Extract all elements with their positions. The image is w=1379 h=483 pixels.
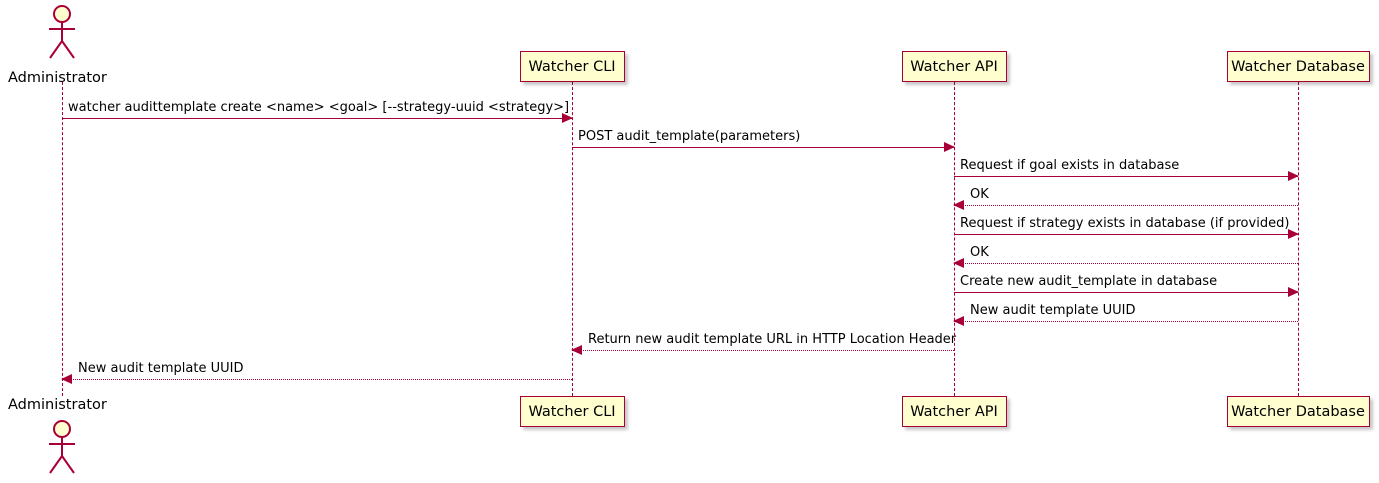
participant-box-watcher_cli-bottom: Watcher CLI (519, 396, 625, 427)
actor-figure-administrator-bottom (42, 420, 82, 474)
message-line (954, 205, 1298, 206)
actor-label-administrator-top: Administrator (8, 70, 107, 86)
message-line (954, 234, 1298, 235)
message-label: OK (970, 245, 989, 260)
arrowhead-icon (1288, 171, 1299, 181)
message-line (954, 292, 1298, 293)
message-label: Request if goal exists in database (960, 158, 1180, 173)
message-label: Request if strategy exists in database (… (960, 216, 1290, 231)
message-line (954, 321, 1298, 322)
arrowhead-icon (571, 345, 582, 355)
message-label: watcher audittemplate create <name> <goa… (68, 100, 570, 115)
participant-box-watcher_cli-top: Watcher CLI (519, 51, 625, 82)
message-label: New audit template UUID (78, 361, 244, 376)
arrowhead-icon (953, 200, 964, 210)
arrowhead-icon (953, 258, 964, 268)
lifeline-watcher_api (954, 82, 955, 396)
message-label: Return new audit template URL in HTTP Lo… (588, 332, 957, 347)
actor-label-administrator-bottom: Administrator (8, 397, 107, 413)
arrowhead-icon (953, 316, 964, 326)
message-line (572, 350, 954, 351)
participant-box-watcher_api-bottom: Watcher API (901, 396, 1007, 427)
arrowhead-icon (944, 142, 955, 152)
message-label: Create new audit_template in database (960, 274, 1218, 289)
message-label: OK (970, 187, 989, 202)
arrowhead-icon (562, 113, 573, 123)
participant-box-watcher_db-top: Watcher Database (1226, 51, 1370, 82)
participant-box-watcher_db-bottom: Watcher Database (1226, 396, 1370, 427)
lifeline-watcher_cli (572, 82, 573, 396)
message-line (572, 147, 954, 148)
message-label: New audit template UUID (970, 303, 1136, 318)
message-line (62, 379, 572, 380)
message-line (954, 176, 1298, 177)
arrowhead-icon (1288, 229, 1299, 239)
lifeline-administrator (62, 82, 63, 396)
arrowhead-icon (61, 374, 72, 384)
participant-box-watcher_api-top: Watcher API (901, 51, 1007, 82)
message-label: POST audit_template(parameters) (578, 129, 801, 144)
actor-figure-administrator-top (42, 5, 82, 59)
arrowhead-icon (1288, 287, 1299, 297)
message-line (954, 263, 1298, 264)
lifeline-watcher_db (1298, 82, 1299, 396)
message-line (62, 118, 572, 119)
